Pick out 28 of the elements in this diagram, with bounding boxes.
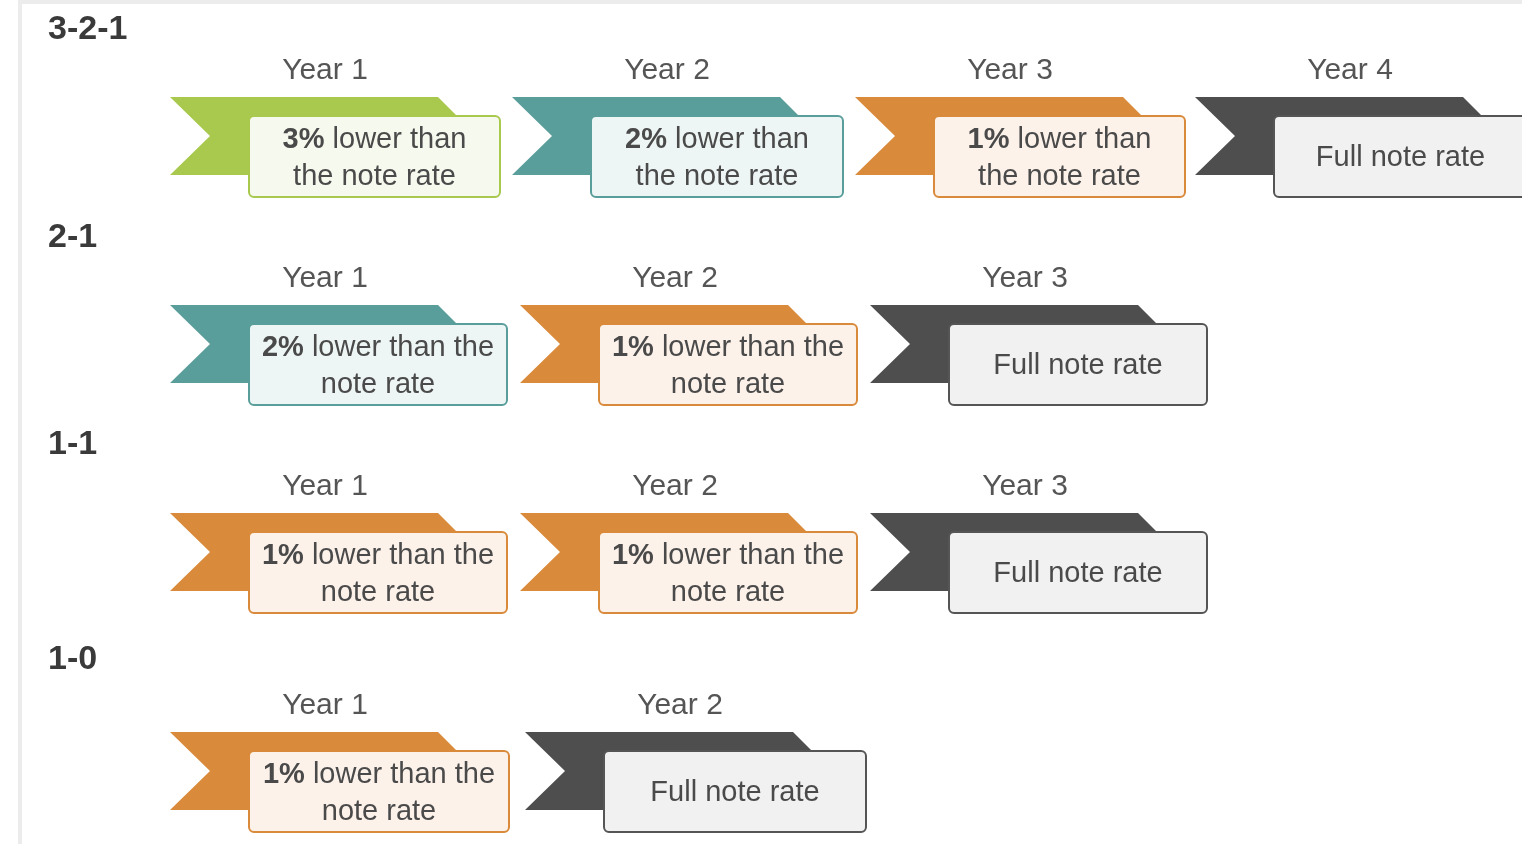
rate-box: 1% lower than the note rate xyxy=(598,531,858,614)
rate-box: 1% lower than the note rate xyxy=(598,323,858,406)
year-label: Year 3 xyxy=(982,468,1068,502)
rate-box: 1% lower than the note rate xyxy=(248,531,508,614)
year-label: Year 1 xyxy=(282,52,368,86)
row-heading: 1-0 xyxy=(48,638,98,677)
row-heading: 2-1 xyxy=(48,216,98,255)
year-label: Year 2 xyxy=(632,260,718,294)
rate-box: 1% lower than the note rate xyxy=(248,750,510,833)
year-label: Year 1 xyxy=(282,687,368,721)
rate-box: 2% lower than the note rate xyxy=(590,115,844,198)
rate-box: Full note rate xyxy=(603,750,867,833)
rate-box: 2% lower than the note rate xyxy=(248,323,508,406)
row-heading: 1-1 xyxy=(48,423,98,462)
rate-box: 3% lower than the note rate xyxy=(248,115,501,198)
row-heading: 3-2-1 xyxy=(48,8,128,47)
year-label: Year 3 xyxy=(982,260,1068,294)
year-label: Year 4 xyxy=(1307,52,1393,86)
rate-box: 1% lower than the note rate xyxy=(933,115,1186,198)
year-label: Year 2 xyxy=(624,52,710,86)
year-label: Year 2 xyxy=(637,687,723,721)
rate-box: Full note rate xyxy=(1273,115,1522,198)
year-label: Year 1 xyxy=(282,468,368,502)
year-label: Year 1 xyxy=(282,260,368,294)
year-label: Year 2 xyxy=(632,468,718,502)
year-label: Year 3 xyxy=(967,52,1053,86)
rate-box: Full note rate xyxy=(948,531,1208,614)
rate-box: Full note rate xyxy=(948,323,1208,406)
